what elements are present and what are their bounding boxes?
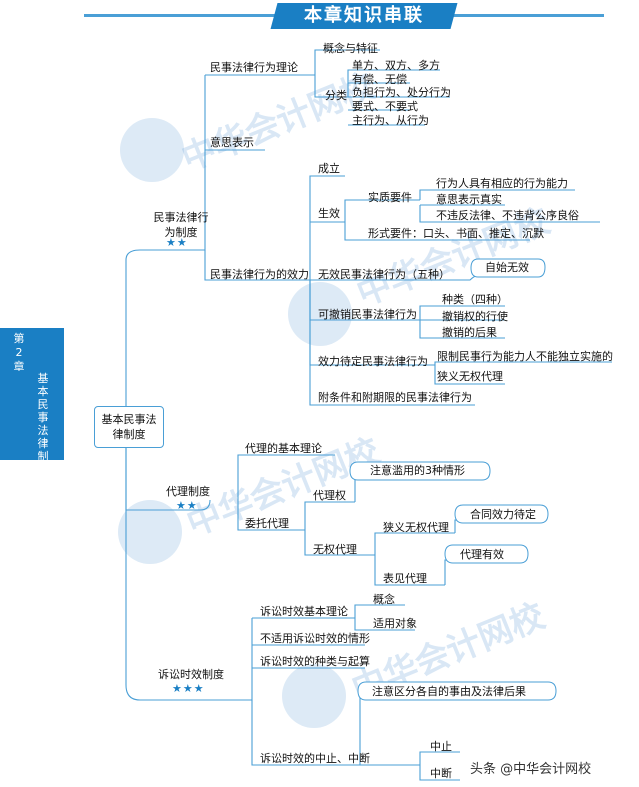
watermark-logo-icon	[282, 664, 346, 728]
node-substantive: 实质要件	[368, 191, 412, 204]
node-interruption: 中断	[430, 767, 452, 780]
node-classify-item: 负担行为、处分行为	[352, 86, 451, 99]
node-invalid: 无效民事法律行为（五种）	[318, 268, 450, 281]
node-limitation-basic: 诉讼时效基本理论	[260, 605, 348, 618]
node-revocable-item: 撤销权的行使	[442, 310, 508, 323]
node-classify-item: 主行为、从行为	[352, 114, 429, 127]
root-node: 基本民事法律制度	[94, 406, 164, 448]
node-pending-item: 狭义无权代理	[437, 370, 503, 383]
node-valid: 生效	[318, 207, 340, 220]
node-void-from-start: 自始无效	[485, 261, 529, 274]
node-effect: 民事法律行为的效力	[210, 268, 309, 281]
node-revocable: 可撤销民事法律行为	[318, 308, 417, 321]
node-theory: 民事法律行为理论	[210, 61, 298, 74]
node-concept: 概念与特征	[323, 42, 378, 55]
node-agency-basic: 代理的基本理论	[245, 442, 322, 455]
node-entrust: 委托代理	[245, 517, 289, 530]
node-pending-item: 限制民事行为能力人不能独立实施的	[437, 350, 613, 363]
node-apparent: 表见代理	[383, 572, 427, 585]
node-suspension: 中止	[430, 740, 452, 753]
branch-label: 民事法律行为制度	[153, 211, 209, 239]
node-revocable-item: 种类（四种）	[442, 293, 508, 306]
node-substantive-item: 行为人具有相应的行为能力	[436, 177, 568, 190]
node-suspend: 诉讼时效的中止、中断	[260, 752, 370, 765]
root-label: 基本民事法律制度	[101, 413, 157, 441]
node-pending: 效力待定民事法律行为	[318, 355, 428, 368]
node-note: 注意区分各自的事由及法律后果	[372, 685, 526, 698]
importance-stars: ★★	[166, 236, 188, 249]
node-narrow: 狭义无权代理	[383, 521, 449, 534]
node-limitation-scope: 适用对象	[373, 617, 417, 630]
node-classify-item: 有偿、无偿	[352, 73, 407, 86]
node-conditional: 附条件和附期限的民事法律行为	[318, 391, 472, 404]
chapter-name: 基本民事法律制度	[37, 372, 49, 476]
watermark-logo-icon	[118, 500, 182, 564]
chapter-number: 第2章	[13, 332, 25, 373]
node-limitation-concept: 概念	[373, 593, 395, 606]
node-not-apply: 不适用诉讼时效的情形	[260, 632, 370, 645]
node-unauth: 无权代理	[313, 543, 357, 556]
node-types: 诉讼时效的种类与起算	[260, 655, 370, 668]
branch-limitation: 诉讼时效制度	[158, 668, 224, 681]
node-substantive-item: 意思表示真实	[436, 193, 502, 206]
node-classify-item: 单方、双方、多方	[352, 59, 440, 72]
watermark-logo-icon	[288, 282, 352, 346]
node-intent: 意思表示	[210, 136, 254, 149]
chapter-banner: 本章知识串联	[84, 3, 604, 29]
branch-agency: 代理制度	[166, 485, 210, 498]
node-abuse: 注意滥用的3种情形	[370, 464, 465, 477]
importance-stars: ★★★	[172, 682, 205, 695]
branch-civil-juristic-acts: 民事法律行为制度	[150, 210, 212, 240]
node-revocable-item: 撤销的后果	[442, 326, 497, 339]
chapter-side-tab: 第2章 基本民事法律制度	[0, 328, 64, 476]
node-classify: 分类	[325, 89, 347, 102]
importance-stars: ★★	[176, 499, 198, 512]
node-authority: 代理权	[313, 489, 346, 502]
watermark-logo-icon	[120, 118, 184, 182]
footer-credit: 头条 @中华会计网校	[470, 762, 592, 777]
node-establish: 成立	[318, 162, 340, 175]
node-contract-pending: 合同效力待定	[470, 508, 536, 521]
node-classify-item: 要式、不要式	[352, 100, 418, 113]
node-agency-valid: 代理有效	[460, 548, 504, 561]
node-substantive-item: 不违反法律、不违背公序良俗	[436, 209, 579, 222]
node-formal: 形式要件：口头、书面、推定、沉默	[368, 227, 544, 240]
